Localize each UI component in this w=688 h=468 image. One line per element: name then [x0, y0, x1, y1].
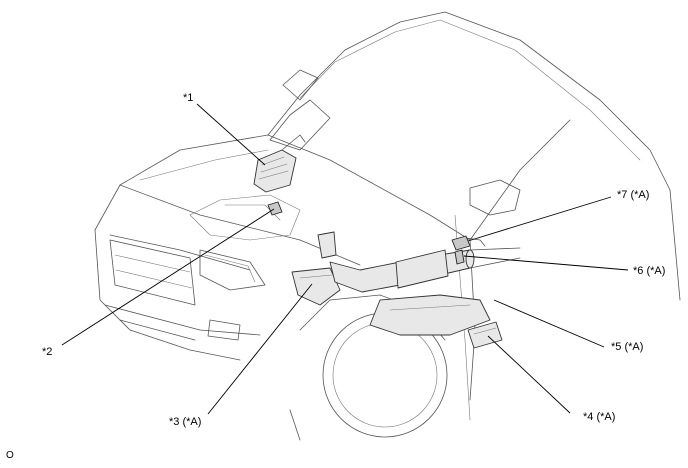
- leader-line-3: [207, 283, 313, 415]
- component-5-tank: [369, 294, 491, 336]
- callout-label-2: *2: [42, 346, 52, 358]
- leader-lines: [61, 103, 629, 415]
- component-7-sensor: [451, 235, 486, 251]
- leader-line-1: [196, 103, 266, 166]
- leader-line-4: [487, 335, 571, 414]
- callout-label-5: *5 (*A): [611, 341, 643, 353]
- footer-code: O: [6, 450, 14, 461]
- vehicle-body: [94, 11, 681, 441]
- callout-label-6: *6 (*A): [633, 265, 665, 277]
- leader-line-6: [463, 255, 629, 271]
- component-1-ecu: [253, 134, 306, 193]
- component-6-sensor: [454, 249, 465, 265]
- leader-line-5: [493, 299, 605, 348]
- callout-label-4: *4 (*A): [583, 411, 615, 423]
- callout-label-1: *1: [183, 92, 193, 104]
- callout-labels: *1 *2 *3 (*A) *4 (*A) *5 (*A) *6 (*A) *7…: [42, 92, 665, 428]
- callout-label-3: *3 (*A): [169, 416, 201, 428]
- leader-line-7: [467, 196, 612, 242]
- callout-label-7: *7 (*A): [617, 189, 649, 201]
- component-exhaust-pipe: [329, 247, 521, 293]
- component-2-sensor: [267, 201, 283, 216]
- leader-line-2: [61, 208, 275, 346]
- component-3-assembly: [291, 231, 341, 306]
